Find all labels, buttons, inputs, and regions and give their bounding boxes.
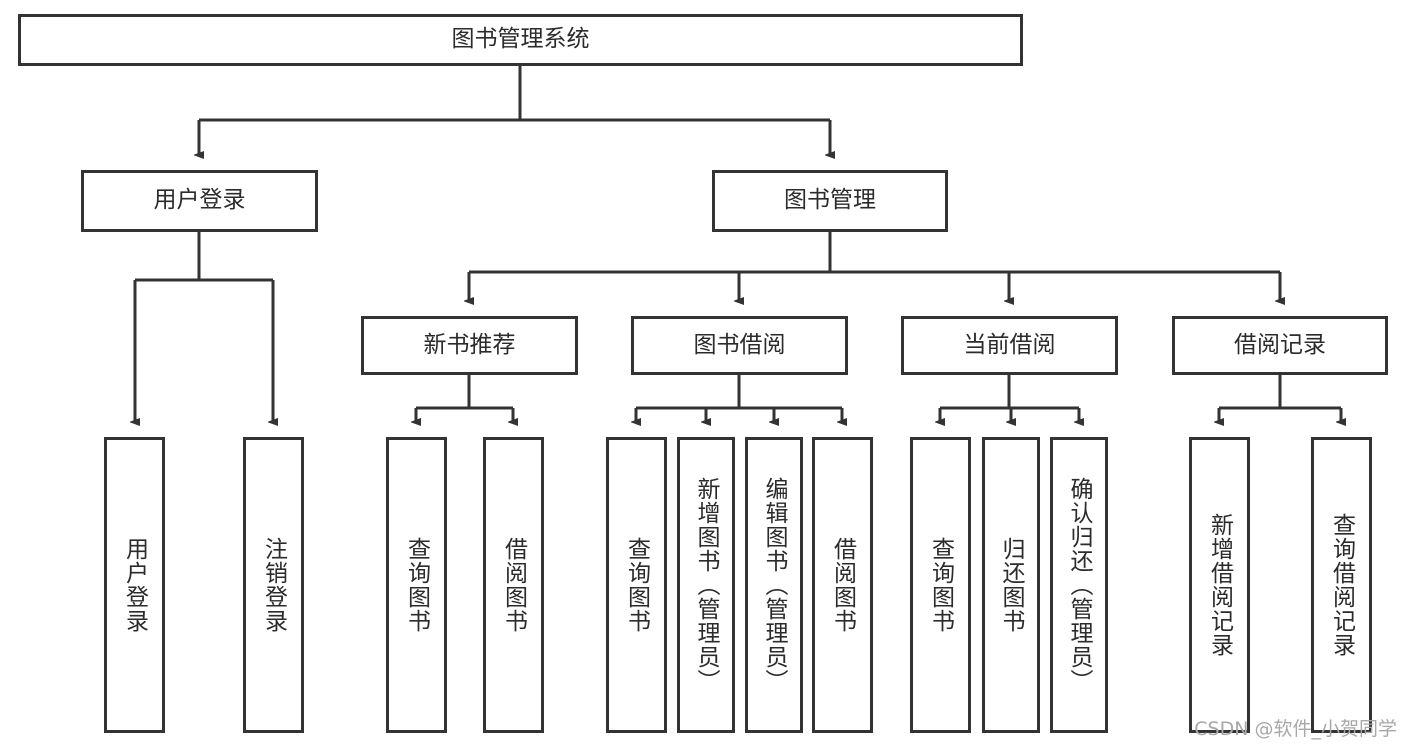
leaf-node-query-book-recommend[interactable]: 查询图书 bbox=[386, 437, 447, 733]
leaf-node-query-borrow-record[interactable]: 查询借阅记录 bbox=[1311, 437, 1372, 733]
leaf-label: 编辑图书（管理员） bbox=[761, 477, 788, 693]
node-new-book-recommend[interactable]: 新书推荐 bbox=[361, 316, 578, 375]
node-label: 图书管理 bbox=[784, 187, 876, 214]
leaf-node-borrow-book-recommend[interactable]: 借阅图书 bbox=[483, 437, 544, 733]
node-label: 新书推荐 bbox=[423, 331, 516, 358]
leaf-label: 用户登录 bbox=[121, 537, 148, 633]
node-book-borrow[interactable]: 图书借阅 bbox=[631, 316, 848, 375]
leaf-node-query-book-current[interactable]: 查询图书 bbox=[910, 437, 971, 733]
node-label: 图书借阅 bbox=[693, 331, 786, 358]
node-borrow-record[interactable]: 借阅记录 bbox=[1172, 316, 1388, 375]
leaf-node-user-login[interactable]: 用户登录 bbox=[104, 437, 165, 733]
leaf-node-confirm-return-admin[interactable]: 确认归还（管理员） bbox=[1050, 437, 1108, 733]
leaf-label: 查询图书 bbox=[927, 537, 954, 633]
leaf-node-borrow-book[interactable]: 借阅图书 bbox=[812, 437, 873, 733]
node-label: 当前借阅 bbox=[963, 331, 1056, 358]
node-label: 借阅记录 bbox=[1234, 331, 1326, 358]
leaf-label: 借阅图书 bbox=[500, 537, 527, 633]
leaf-node-query-book-borrow[interactable]: 查询图书 bbox=[606, 437, 667, 733]
leaf-label: 归还图书 bbox=[998, 537, 1025, 633]
leaf-node-edit-book-admin[interactable]: 编辑图书（管理员） bbox=[745, 437, 803, 733]
leaf-label: 确认归还（管理员） bbox=[1066, 477, 1093, 693]
leaf-label: 查询借阅记录 bbox=[1328, 513, 1355, 657]
leaf-label: 注销登录 bbox=[260, 537, 287, 633]
leaf-node-add-book-admin[interactable]: 新增图书（管理员） bbox=[677, 437, 735, 733]
node-current-borrow[interactable]: 当前借阅 bbox=[901, 316, 1118, 375]
leaf-label: 查询图书 bbox=[623, 537, 650, 633]
leaf-label: 新增借阅记录 bbox=[1206, 513, 1233, 657]
leaf-node-logout-login[interactable]: 注销登录 bbox=[243, 437, 304, 733]
leaf-node-return-book[interactable]: 归还图书 bbox=[982, 437, 1040, 733]
node-label: 用户登录 bbox=[153, 187, 246, 214]
node-user-login[interactable]: 用户登录 bbox=[81, 170, 318, 232]
leaf-label: 借阅图书 bbox=[829, 537, 856, 633]
node-book-management-system[interactable]: 图书管理系统 bbox=[18, 14, 1023, 66]
leaf-label: 新增图书（管理员） bbox=[693, 477, 720, 693]
node-label: 图书管理系统 bbox=[451, 26, 590, 53]
leaf-node-add-borrow-record[interactable]: 新增借阅记录 bbox=[1189, 437, 1250, 733]
node-book-management[interactable]: 图书管理 bbox=[712, 170, 948, 232]
leaf-label: 查询图书 bbox=[403, 537, 430, 633]
